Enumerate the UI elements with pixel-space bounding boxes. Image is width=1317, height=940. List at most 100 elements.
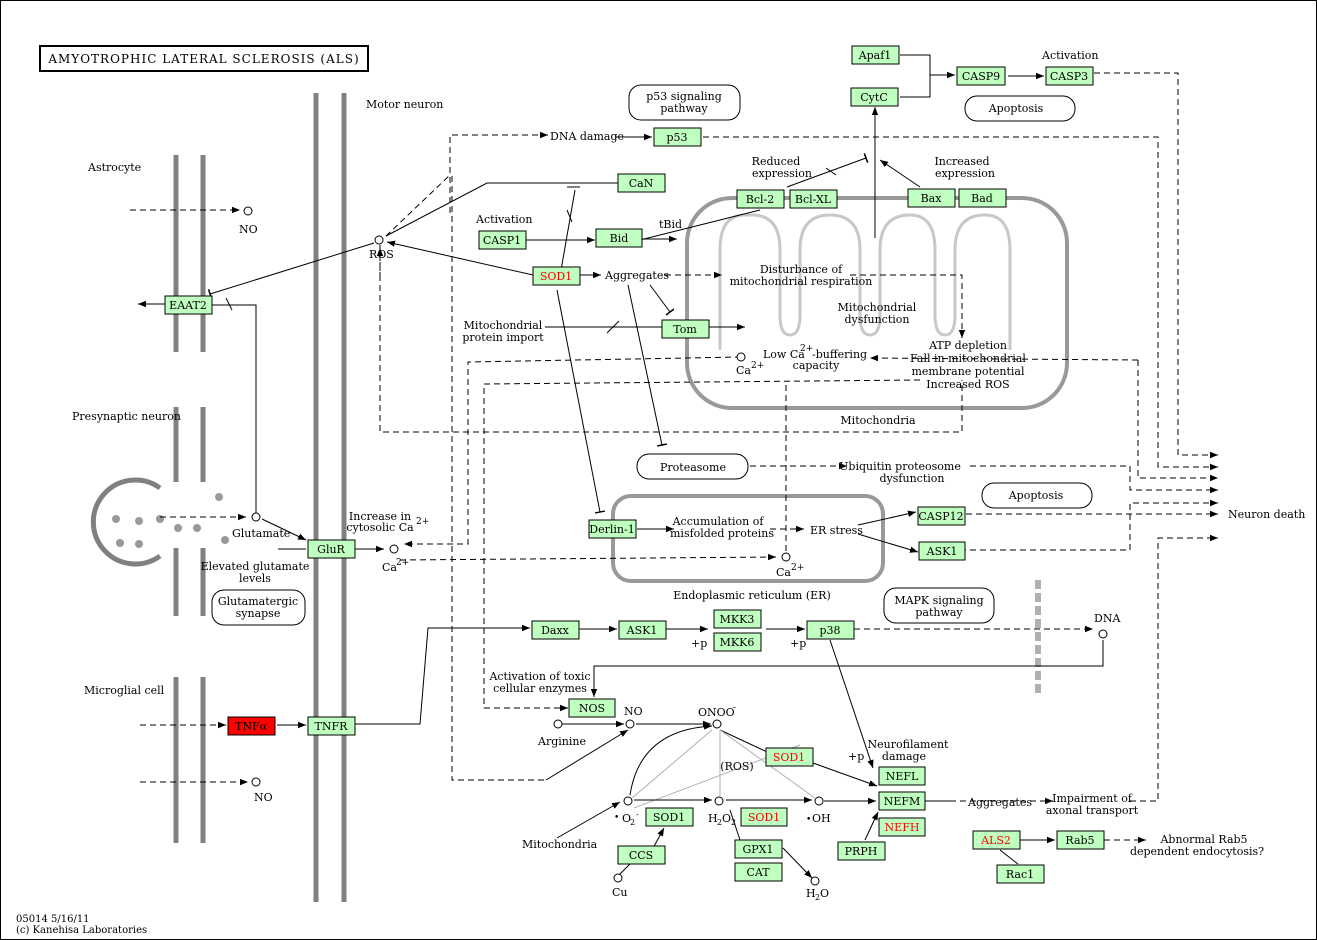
gene-sod1-h2o2[interactable]: SOD1 [740, 807, 788, 827]
gene-rab5[interactable]: Rab5 [1056, 830, 1105, 850]
gene-ask1-mapk[interactable]: ASK1 [618, 620, 667, 640]
toxic-enzymes-label: Activation of toxic [488, 670, 590, 683]
svg-text:SOD1: SOD1 [773, 751, 805, 764]
svg-text:ASK1: ASK1 [926, 545, 958, 558]
svg-text:CASP9: CASP9 [962, 70, 1000, 83]
gene-eaat2[interactable]: EAAT2 [164, 295, 213, 315]
gene-derlin1[interactable]: Derlin-1 [588, 519, 637, 539]
svg-text:CASP3: CASP3 [1050, 70, 1088, 83]
no-label-bottom: NO [254, 791, 273, 804]
gene-als2[interactable]: ALS2 [972, 830, 1021, 850]
svg-text:-: - [733, 703, 736, 713]
gene-casp3[interactable]: CASP3 [1045, 66, 1094, 86]
svg-text:NOS: NOS [579, 702, 605, 715]
gene-cytc[interactable]: CytC [850, 87, 899, 107]
ca-mito-label: Ca [736, 364, 751, 377]
svg-text:Apaf1: Apaf1 [858, 49, 892, 62]
ros-label: ROS [369, 248, 394, 261]
cell-membranes [90, 93, 1041, 902]
ros-paren-label: (ROS) [720, 760, 753, 773]
proteasome-link[interactable]: Proteasome [636, 453, 749, 480]
gene-rac1[interactable]: Rac1 [996, 864, 1045, 884]
ups-dysfunction-label: Ubiquitin proteosome [839, 460, 961, 473]
svg-text:-buffering: -buffering [812, 348, 867, 361]
compound-nodes [243, 206, 1108, 886]
gene-prph[interactable]: PRPH [837, 841, 886, 861]
svg-text:misfolded proteins: misfolded proteins [670, 527, 774, 540]
motor-neuron-label: Motor neuron [366, 98, 443, 111]
svg-text:NEFL: NEFL [886, 770, 919, 783]
dna-damage-label: DNA damage [550, 130, 624, 143]
svg-text:EAAT2: EAAT2 [169, 299, 207, 312]
gene-bclxl[interactable]: Bcl-XL [789, 189, 838, 209]
footer: 05014 5/16/11 (c) Kanehisa Laboratories [16, 914, 147, 936]
atp-depletion-label: ATP depletion [928, 339, 1007, 352]
gene-tom[interactable]: Tom [661, 319, 710, 339]
gene-nefh[interactable]: NEFH [878, 817, 926, 837]
astrocyte-label: Astrocyte [87, 161, 141, 174]
svg-text:p53: p53 [666, 131, 687, 144]
svg-text:CCS: CCS [629, 849, 653, 862]
mapk-pathway-link[interactable]: MAPK signaling pathway [883, 587, 995, 624]
gene-casp12[interactable]: CASP12 [917, 506, 966, 526]
accumulation-label: Accumulation of [672, 515, 765, 528]
gene-ccs[interactable]: CCS [617, 845, 666, 865]
gene-apaf1[interactable]: Apaf1 [851, 45, 900, 65]
gene-nos[interactable]: NOS [568, 698, 616, 718]
gene-cat[interactable]: CAT [734, 862, 783, 882]
footer-id-date: 05014 5/16/11 [16, 914, 90, 925]
gene-nefl[interactable]: NEFL [878, 766, 926, 786]
svg-text:GPX1: GPX1 [742, 843, 773, 856]
er-label: Endoplasmic reticulum (ER) [673, 589, 831, 602]
gene-mkk6[interactable]: MKK6 [713, 632, 762, 652]
svg-text:2+: 2+ [396, 558, 409, 568]
svg-text:GluR: GluR [317, 543, 345, 556]
p53-pathway-link[interactable]: p53 signaling pathway [628, 84, 741, 121]
gene-ask1-er[interactable]: ASK1 [918, 541, 966, 561]
svg-text:MKK6: MKK6 [720, 636, 755, 649]
svg-text:O: O [722, 812, 731, 825]
gene-casp9[interactable]: CASP9 [956, 66, 1006, 86]
pathway-map-links[interactable]: p53 signaling pathway Apoptosis Proteaso… [211, 84, 1093, 626]
svg-text:2+: 2+ [751, 361, 764, 371]
svg-text:Fall in mitochondrial: Fall in mitochondrial [910, 352, 1026, 365]
gene-casp1[interactable]: CASP1 [478, 230, 527, 250]
aggregates-label-bottom: Aggregates [967, 796, 1032, 809]
gene-nefm[interactable]: NEFM [878, 791, 926, 811]
gene-bad[interactable]: Bad [958, 188, 1007, 208]
svg-text:SOD1: SOD1 [748, 811, 780, 824]
glutamatergic-synapse-link[interactable]: Glutamatergic synapse [211, 589, 306, 626]
apoptosis-link-mid[interactable]: Apoptosis [981, 482, 1093, 509]
gene-bcl2[interactable]: Bcl-2 [736, 189, 785, 209]
gene-daxx[interactable]: Daxx [531, 620, 580, 640]
svg-text:cytosolic Ca: cytosolic Ca [346, 521, 414, 534]
gene-sod1-superoxide[interactable]: SOD1 [645, 807, 694, 827]
er-stress-label: ER stress [810, 524, 863, 537]
svg-text:CaN: CaN [629, 177, 654, 190]
gene-gpx1[interactable]: GPX1 [734, 839, 783, 859]
gene-tnfa[interactable]: TNFα [227, 716, 276, 736]
svg-text:Apoptosis: Apoptosis [988, 102, 1044, 115]
activation-label-bid: Activation [475, 213, 532, 226]
svg-text:Bcl-2: Bcl-2 [746, 193, 774, 206]
mitochondria-compartment: Mitochondria [685, 196, 1069, 427]
gene-can[interactable]: CaN [617, 173, 666, 193]
gene-boxes[interactable]: Apaf1 CASP9 CASP3 CytC p53 CaN Bcl-2 Bcl… [164, 45, 1105, 884]
gene-sod1-onoo[interactable]: SOD1 [765, 747, 814, 767]
svg-text:Bad: Bad [971, 192, 993, 205]
svg-text:ASK1: ASK1 [626, 624, 658, 637]
svg-text:TNFα: TNFα [235, 720, 268, 733]
apoptosis-link-top[interactable]: Apoptosis [964, 95, 1076, 122]
gene-p38[interactable]: p38 [806, 620, 855, 640]
gene-bax[interactable]: Bax [907, 188, 956, 208]
gene-sod1-mutant[interactable]: SOD1 [532, 266, 581, 286]
gene-tnfr[interactable]: TNFR [307, 716, 356, 736]
superoxide-label: O [622, 812, 631, 825]
svg-text:capacity: capacity [793, 359, 840, 372]
gene-glur[interactable]: GluR [307, 539, 356, 559]
gene-p53[interactable]: p53 [653, 127, 702, 147]
hydroxyl-label: OH [812, 812, 831, 825]
gene-bid[interactable]: Bid [595, 228, 643, 248]
gene-mkk3[interactable]: MKK3 [713, 609, 762, 629]
aggregates-label-top: Aggregates [604, 269, 669, 282]
